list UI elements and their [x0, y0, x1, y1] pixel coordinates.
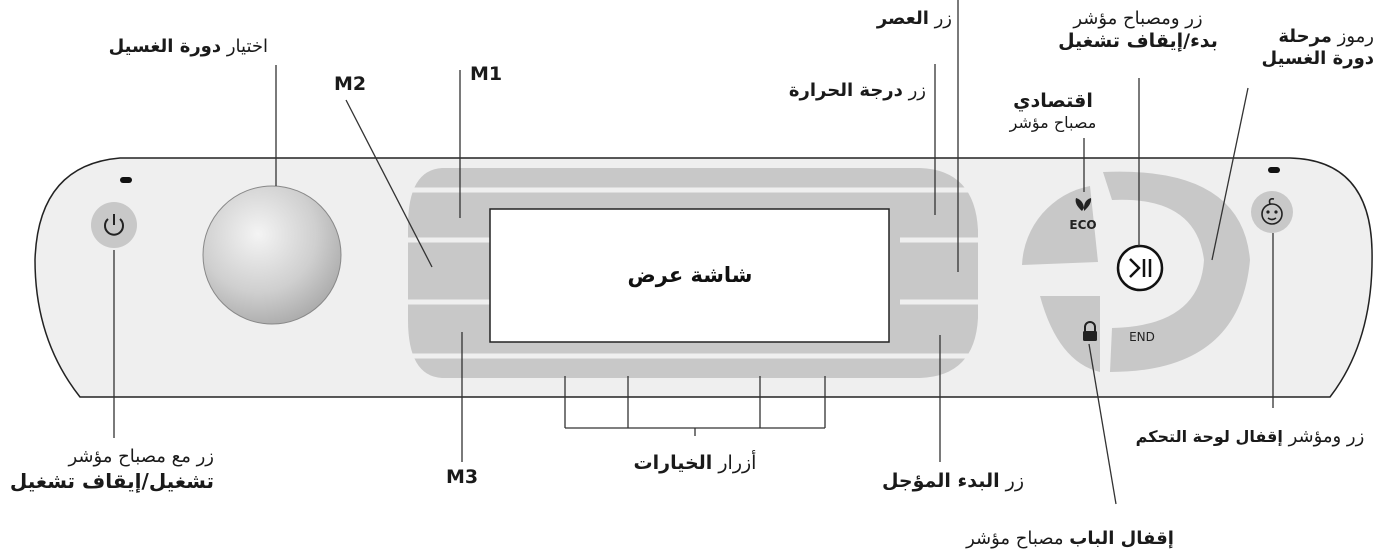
power-button-label-line1: زر مع مصباح مؤشر — [68, 446, 214, 467]
end-symbol: END — [1129, 330, 1155, 344]
eco-bold: اقتصادي — [1013, 90, 1093, 112]
spin-prefix: زر — [928, 8, 952, 29]
door-lock-suffix: مصباح مؤشر — [966, 528, 1070, 549]
start-pause-bold: بدء/إيقاف تشغيل — [1058, 30, 1218, 52]
child-lock-label: زر ومؤشر إقفال لوحة التحكم — [1110, 426, 1390, 448]
spin-label: زر العصر — [820, 8, 952, 30]
delay-start-prefix: زر — [999, 470, 1025, 492]
start-pause-label: زر ومصباح مؤشر بدء/إيقاف تشغيل — [1028, 8, 1248, 52]
child-lock-bold: إقفال لوحة التحكم — [1135, 427, 1283, 446]
baby-face-icon — [1261, 198, 1283, 225]
display-screen-label: شاشة عرض — [628, 263, 753, 287]
child-lock-indicator-light — [1268, 167, 1280, 173]
m1-label: M1 — [470, 63, 503, 85]
display-grooves — [405, 187, 981, 359]
eco-line2: مصباح مؤشر — [1009, 113, 1097, 132]
phase-segment — [1103, 171, 1250, 372]
door-lock-bold: إقفال الباب — [1069, 528, 1174, 549]
power-button-label: زر مع مصباح مؤشر تشغيل/إيقاف تشغيل — [6, 446, 214, 494]
display-screen — [489, 208, 890, 343]
temperature-label: زر درجة الحرارة — [730, 80, 926, 102]
options-prefix: أزرار — [712, 452, 757, 474]
door-lock-segment — [1040, 296, 1100, 372]
play-pause-icon — [1129, 258, 1152, 278]
child-lock-button[interactable] — [1251, 191, 1293, 233]
door-lock-label: إقفال الباب مصباح مؤشر — [960, 528, 1180, 550]
child-lock-prefix: زر ومؤشر — [1282, 426, 1365, 447]
m2-label: M2 — [334, 73, 367, 95]
program-select-bold: دورة الغسيل — [108, 36, 222, 57]
power-icon — [104, 214, 124, 236]
temperature-prefix: زر — [902, 80, 926, 101]
temperature-bold: درجة الحرارة — [788, 80, 903, 101]
phase-symbols-bold2: دورة الغسيل — [1261, 48, 1375, 69]
program-select-label: اختيار دورة الغسيل — [58, 36, 268, 58]
delay-start-label: زر البدء المؤجل — [858, 470, 1048, 492]
eco-label: اقتصادي مصباح مؤشر — [978, 90, 1128, 134]
phase-symbols-bold1: مرحلة — [1278, 26, 1332, 47]
power-indicator-light — [120, 177, 132, 183]
options-bracket — [564, 376, 826, 436]
spin-bold: العصر — [876, 8, 929, 29]
padlock-icon — [1083, 321, 1097, 341]
power-button-label-line2: تشغيل/إيقاف تشغيل — [9, 469, 214, 493]
start-pause-line1: زر ومصباح مؤشر — [1073, 8, 1203, 29]
leaf-icon — [1075, 198, 1092, 211]
m3-label: M3 — [446, 466, 479, 488]
delay-start-bold: البدء المؤجل — [881, 470, 1000, 492]
phase-symbols-prefix: رموز — [1331, 26, 1374, 47]
eco-symbol: ECO — [1069, 218, 1096, 232]
program-selector-knob[interactable] — [202, 185, 342, 325]
program-select-prefix: اختيار — [221, 36, 268, 57]
phase-symbols-label: رموز مرحلة دورة الغسيل — [1230, 26, 1375, 70]
leader-lines — [113, 0, 1274, 505]
options-bold: الخيارات — [633, 452, 713, 474]
options-label: أزرار الخيارات — [595, 452, 795, 474]
